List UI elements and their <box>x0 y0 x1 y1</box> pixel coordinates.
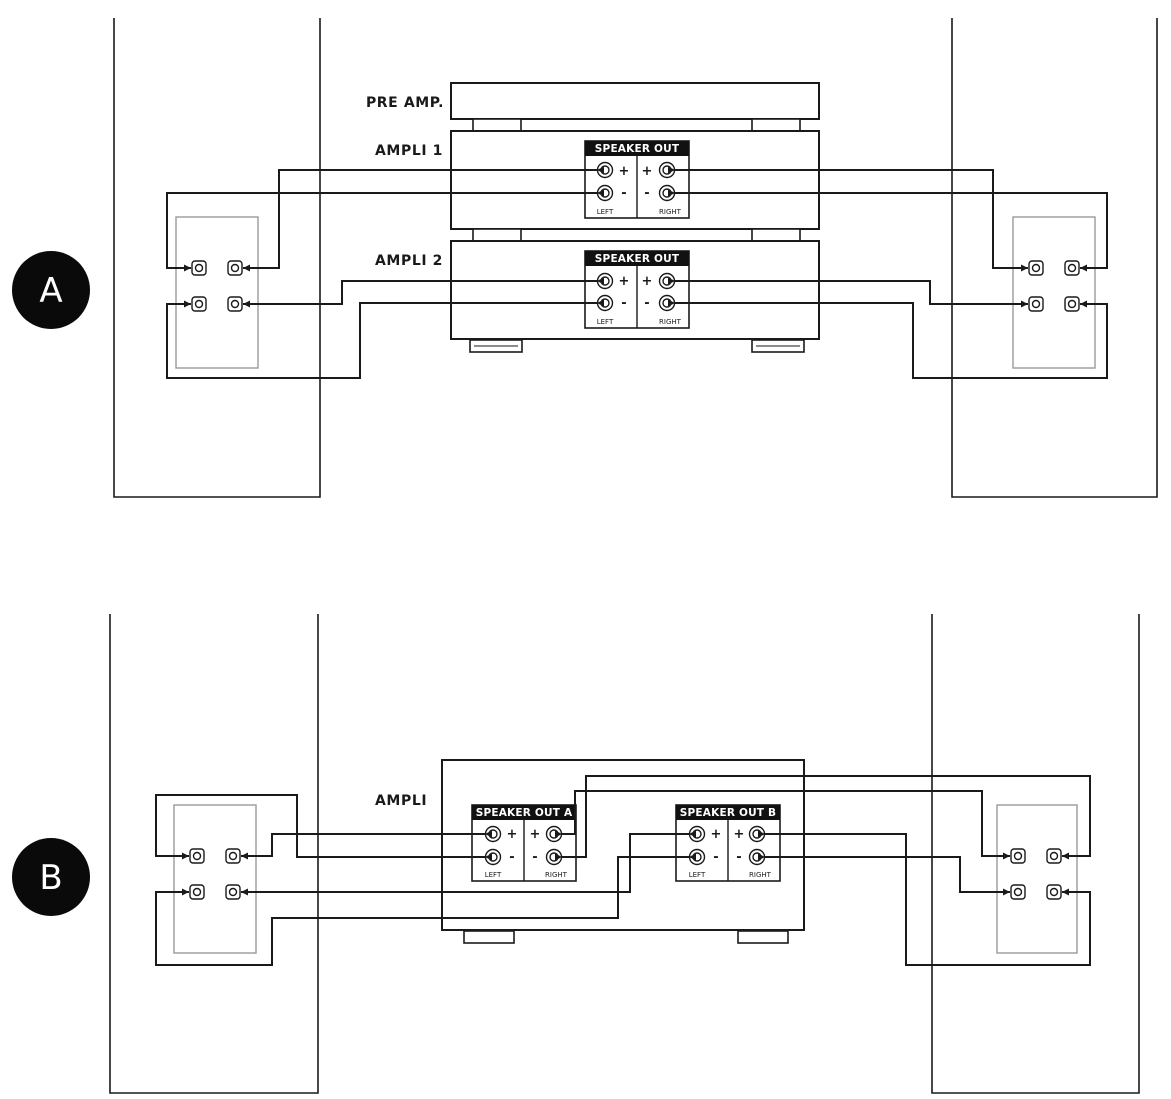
panel-a-right-minus-sign: - <box>532 850 537 865</box>
diagram-a: A PRE AMP. AMPLI 1 AMPLI 2 SP <box>12 18 1158 498</box>
speaker-out-a-panel: SPEAKER OUT A + - + - LEFT RIGHT <box>471 804 577 882</box>
preamp-foot-left <box>472 118 522 132</box>
panel-b-left-label: LEFT <box>689 871 706 879</box>
badge-b-text: B <box>39 858 62 898</box>
panel-a-left-label: LEFT <box>485 871 502 879</box>
amp2-right-plus-sign: + <box>642 274 653 289</box>
panel-a-right-plus-sign: + <box>530 827 541 842</box>
amp2-speaker-out-panel: SPEAKER OUT + - + - LEFT RIGHT <box>584 250 690 329</box>
right-speaker-terminal-plate-b <box>996 804 1078 954</box>
amp1-foot-right <box>751 228 801 242</box>
preamp-foot-right <box>751 118 801 132</box>
speaker-out-b-title: SPEAKER OUT B <box>680 807 776 819</box>
panel-b-right-plus-sign: + <box>734 827 745 842</box>
amp-label: AMPLI <box>375 793 427 809</box>
amp2-left-plus-sign: + <box>619 274 630 289</box>
diagram-b: B AMPLI SPEAKER OUT A + - + - LEFT RIGHT <box>12 614 1140 1094</box>
panel-b-right-minus-sign: - <box>736 850 741 865</box>
wire-a-amp2-right-minus <box>668 299 1108 379</box>
amp1-speaker-out-panel: SPEAKER OUT + - + - LEFT RIGHT <box>584 140 690 219</box>
amp1-right-label: RIGHT <box>659 208 682 216</box>
speaker-out-b-panel: SPEAKER OUT B + - + - LEFT RIGHT <box>675 804 781 882</box>
wire-b-b-right-plus <box>758 830 1091 966</box>
amp1-left-label: LEFT <box>597 208 614 216</box>
wire-a-amp2-left-minus <box>166 299 604 379</box>
amp1-left-plus-sign: + <box>619 164 630 179</box>
panel-b-right-label: RIGHT <box>749 871 772 879</box>
preamp-unit <box>450 82 820 120</box>
wire-a-amp1-right-minus <box>668 189 1108 272</box>
amp2-right-minus-sign: - <box>644 296 649 311</box>
diagram-a-wires <box>166 166 1108 379</box>
badge-b: B <box>12 838 90 916</box>
amp1-label: AMPLI 1 <box>375 143 443 159</box>
amp2-label: AMPLI 2 <box>375 253 443 269</box>
amp1-panel-title: SPEAKER OUT <box>595 143 680 155</box>
wire-a-amp1-left-minus <box>166 189 604 272</box>
diagram-b-wires <box>155 775 1091 966</box>
right-speaker-terminal-plate <box>1012 216 1096 369</box>
wire-b-b-right-minus <box>758 853 1010 896</box>
badge-a: A <box>12 251 90 329</box>
left-speaker-terminal-plate <box>175 216 259 369</box>
preamp-label: PRE AMP. <box>366 95 444 111</box>
amp2-left-label: LEFT <box>597 318 614 326</box>
left-speaker-terminal-plate-b <box>173 804 257 954</box>
amp2-left-minus-sign: - <box>621 296 626 311</box>
panel-a-left-minus-sign: - <box>509 850 514 865</box>
amp1-right-plus-sign: + <box>642 164 653 179</box>
amp1-left-minus-sign: - <box>621 186 626 201</box>
amp1-foot-left <box>472 228 522 242</box>
amp1-right-minus-sign: - <box>644 186 649 201</box>
wire-b-b-left-minus <box>155 853 696 966</box>
amp-foot-left <box>463 930 515 944</box>
badge-a-text: A <box>39 271 62 311</box>
panel-b-left-minus-sign: - <box>713 850 718 865</box>
panel-a-left-plus-sign: + <box>507 827 518 842</box>
speaker-out-a-title: SPEAKER OUT A <box>476 807 573 819</box>
panel-b-left-plus-sign: + <box>711 827 722 842</box>
panel-a-right-label: RIGHT <box>545 871 568 879</box>
amp2-right-label: RIGHT <box>659 318 682 326</box>
amp-foot-right <box>737 930 789 944</box>
amp2-panel-title: SPEAKER OUT <box>595 253 680 265</box>
